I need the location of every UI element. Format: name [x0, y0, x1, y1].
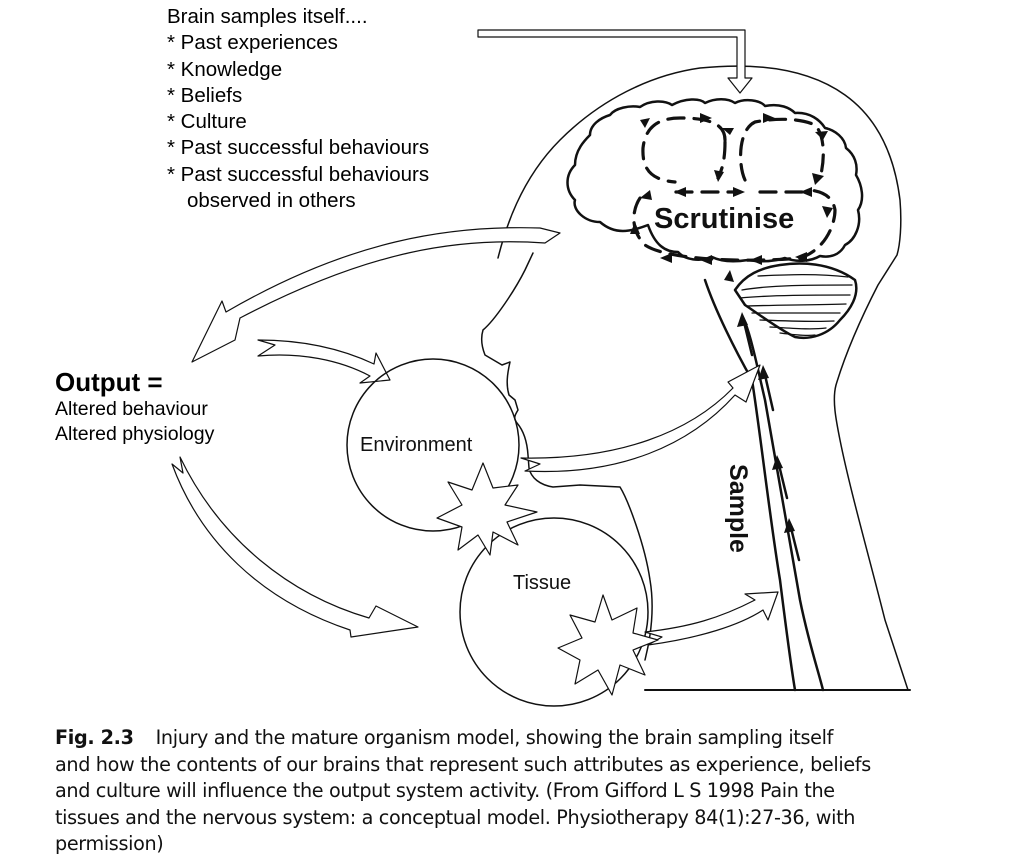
brain-sampling-arrow: [477, 29, 753, 94]
sample-arrows: [742, 320, 801, 562]
caption-line: and culture will influence the output sy…: [55, 779, 835, 802]
caption-line: Injury and the mature organism model, sh…: [155, 726, 834, 749]
loop-arrowheads: [630, 113, 833, 282]
caption-line: permission): [55, 832, 164, 855]
brain-samples-heading: Brain samples itself....: [167, 5, 368, 28]
environment-to-cord-arrow: [520, 364, 761, 473]
list-item: * Past successful behaviours: [167, 162, 430, 186]
figure-caption: Fig. 2.3 Injury and the mature organism m…: [55, 725, 1005, 858]
output-line: Altered physiology: [55, 423, 215, 445]
list-item: * Culture: [167, 110, 247, 134]
list-item-continuation: observed in others: [187, 189, 356, 213]
diagram-canvas: [171, 29, 911, 707]
figure-number: Fig. 2.3: [55, 726, 134, 749]
spinal-cord-back: [743, 320, 825, 692]
list-item: * Knowledge: [167, 57, 283, 81]
sample-label: Sample: [723, 464, 752, 553]
tissue-label: Tissue: [513, 572, 572, 594]
output-block: Output = Altered behaviour Altered physi…: [55, 367, 214, 447]
brain-samples-list: Brain samples itself.... * Past experien…: [167, 4, 429, 214]
spinal-cord-front: [703, 278, 797, 692]
head-outline: [497, 65, 909, 691]
cerebellum: [733, 262, 858, 339]
brain-to-output-arrow: [191, 227, 561, 363]
environment-injury-star: [436, 462, 538, 556]
output-to-tissue-arrow: [171, 456, 419, 638]
list-item: * Beliefs: [167, 83, 243, 107]
caption-line: tissues and the nervous system: a concep…: [55, 805, 856, 829]
tissue-circle: [459, 517, 649, 707]
output-title: Output =: [55, 367, 163, 397]
tissue-to-cord-arrow: [644, 591, 779, 646]
list-item: * Past experiences: [167, 31, 338, 55]
output-line: Altered behaviour: [55, 398, 208, 420]
caption-line: and how the contents of our brains that …: [55, 752, 871, 776]
scrutinise-label: Scrutinise: [654, 203, 795, 235]
face-profile: [481, 252, 653, 661]
diagram-figure: [171, 29, 911, 707]
open-arrows: [171, 29, 779, 646]
output-to-environment-arrow: [257, 339, 391, 384]
tissue-injury-star: [557, 594, 659, 696]
environment-circle: [346, 358, 520, 532]
environment-label: Environment: [360, 434, 473, 456]
list-item: * Past successful behaviours: [167, 136, 430, 160]
